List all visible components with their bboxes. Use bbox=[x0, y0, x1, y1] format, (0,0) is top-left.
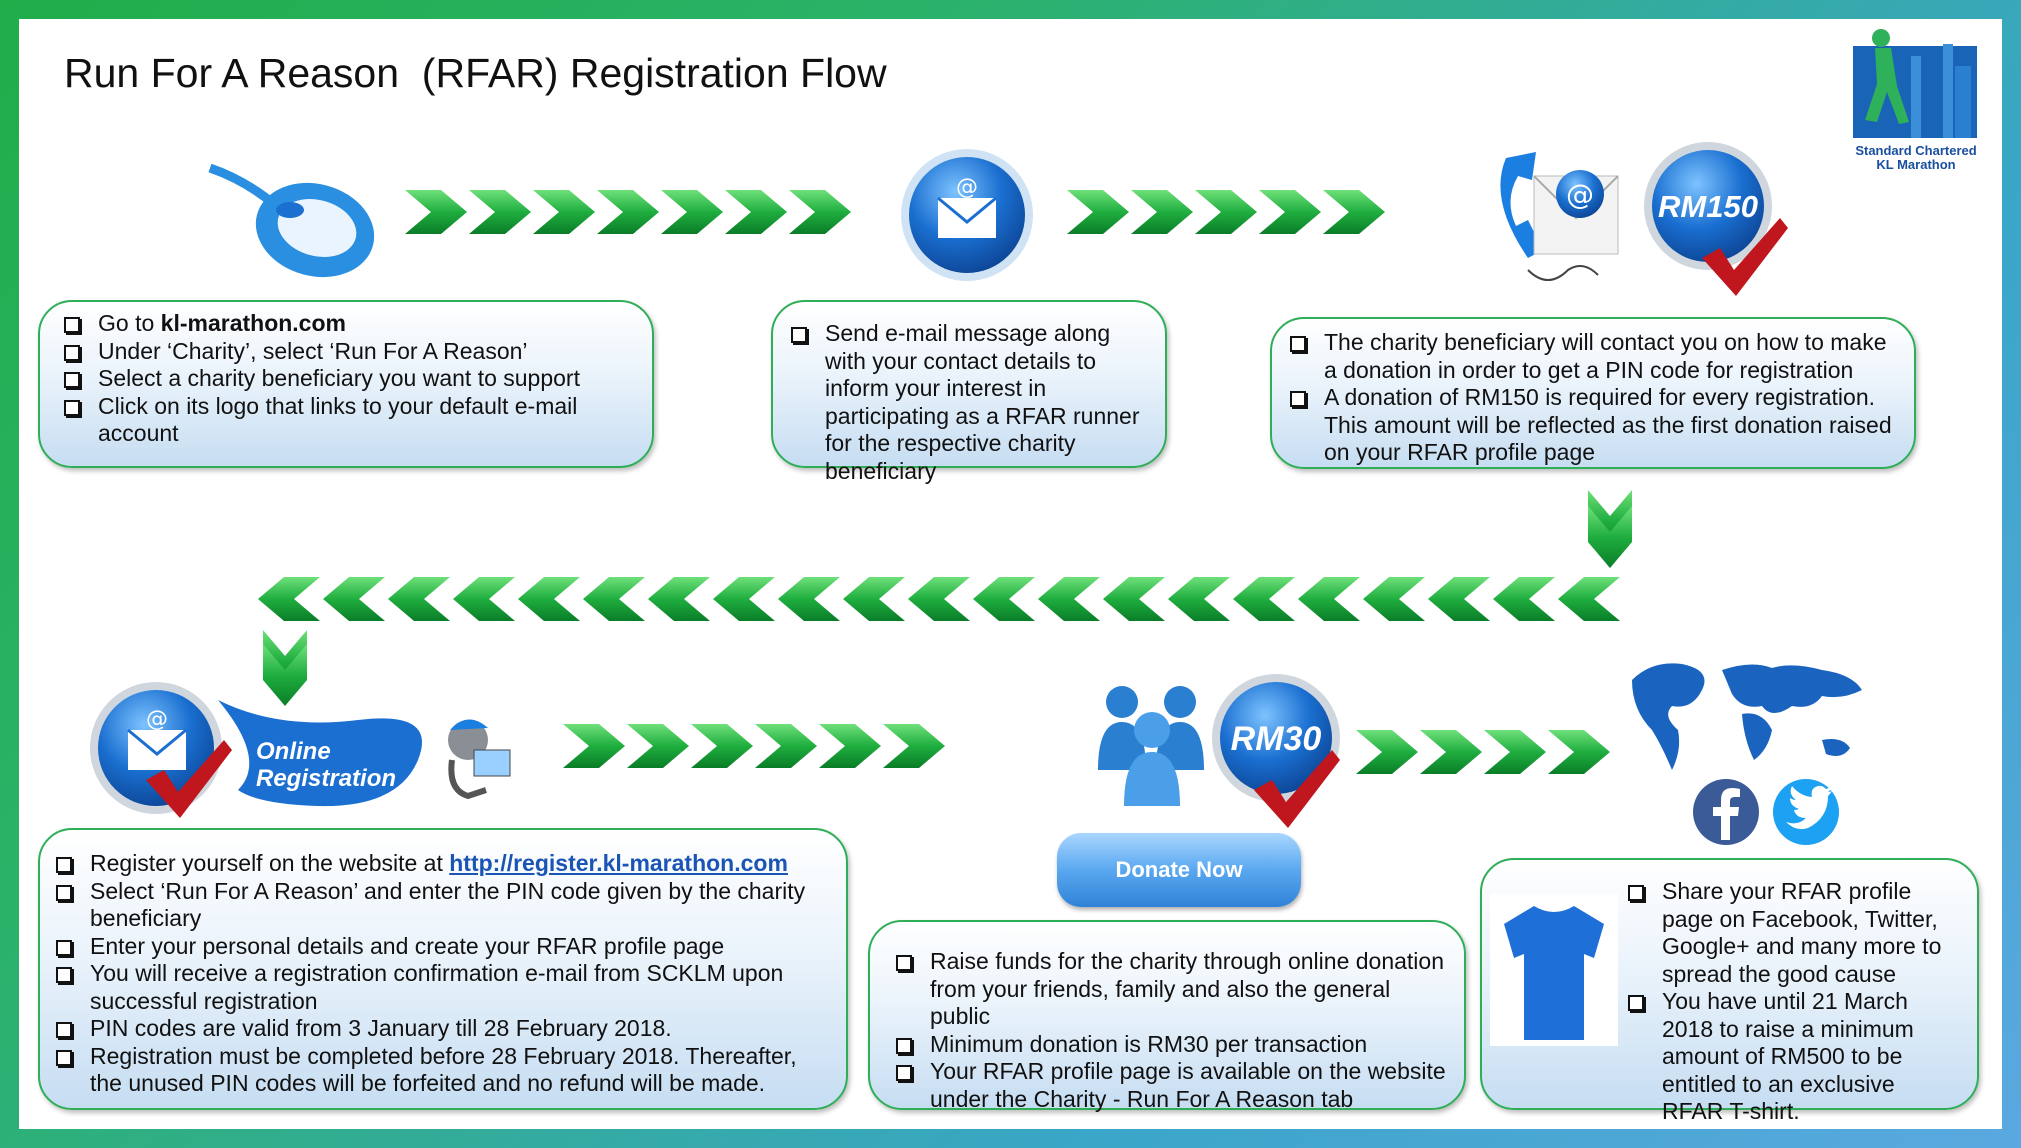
banner-line2: Registration bbox=[256, 765, 397, 792]
facebook-icon[interactable] bbox=[1692, 778, 1760, 851]
step6-item: Share your RFAR profile page on Facebook… bbox=[1622, 878, 1962, 988]
logo-line1: Standard Chartered bbox=[1855, 143, 1977, 158]
step6-item: You have until 21 March 2018 to raise a … bbox=[1622, 988, 1962, 1126]
arrow-row-back bbox=[258, 577, 1648, 626]
mouse-icon bbox=[205, 160, 380, 290]
rm150-badge: RM150 bbox=[1642, 140, 1790, 305]
arrow-row1-a bbox=[405, 190, 865, 239]
svg-text:@: @ bbox=[1566, 178, 1594, 211]
step2-box: Send e-mail message along with your cont… bbox=[771, 300, 1167, 484]
rm30-badge: RM30 bbox=[1210, 672, 1355, 842]
step5-item: Minimum donation is RM30 per transaction bbox=[890, 1031, 1446, 1059]
rm30-text: RM30 bbox=[1231, 720, 1322, 758]
step4-item: PIN codes are valid from 3 January till … bbox=[50, 1015, 828, 1043]
arrow-row2-a bbox=[563, 724, 1083, 773]
step5-box: Raise funds for the charity through onli… bbox=[868, 920, 1466, 1113]
step1-item: Go to kl-marathon.com bbox=[58, 310, 630, 338]
people-icon bbox=[1090, 680, 1220, 815]
step4-item: Select ‘Run For A Reason’ and enter the … bbox=[50, 878, 828, 933]
online-registration-email-icon: @ bbox=[88, 680, 238, 835]
banner-line1: Online bbox=[256, 738, 331, 765]
step1-item: Select a charity beneficiary you want to… bbox=[58, 365, 630, 393]
svg-text:@: @ bbox=[146, 707, 168, 732]
step3-item: A donation of RM150 is required for ever… bbox=[1284, 384, 1894, 467]
step4-item: Enter your personal details and create y… bbox=[50, 933, 828, 961]
step4-item: You will receive a registration confirma… bbox=[50, 960, 828, 1015]
step6-box: Share your RFAR profile page on Facebook… bbox=[1480, 858, 1979, 1124]
rm150-text: RM150 bbox=[1658, 189, 1758, 224]
step1-item: Click on its logo that links to your def… bbox=[58, 393, 630, 448]
arrow-row2-b bbox=[1356, 730, 1626, 779]
step3-box: The charity beneficiary will contact you… bbox=[1270, 317, 1916, 469]
svg-text:@: @ bbox=[956, 175, 978, 200]
sckl-marathon-logo: Standard Chartered KL Marathon bbox=[1851, 26, 1981, 176]
step4-box: Register yourself on the website at http… bbox=[38, 828, 848, 1110]
runner-mascot-icon bbox=[438, 710, 518, 805]
email-icon: @ bbox=[898, 146, 1036, 289]
register-link[interactable]: http://register.kl-marathon.com bbox=[449, 850, 788, 876]
step2-item: Send e-mail message along with your cont… bbox=[785, 320, 1149, 485]
world-map-icon bbox=[1622, 650, 1872, 795]
arrow-down-right bbox=[1588, 490, 1632, 573]
tshirt-icon bbox=[1490, 894, 1618, 1046]
step4-item: Register yourself on the website at http… bbox=[50, 850, 828, 878]
online-registration-banner: Online Registration bbox=[218, 700, 438, 815]
arrow-row1-b bbox=[1067, 190, 1467, 239]
step4-item: Registration must be completed before 28… bbox=[50, 1043, 828, 1098]
step5-item: Raise funds for the charity through onli… bbox=[890, 948, 1446, 1031]
step1-item: Under ‘Charity’, select ‘Run For A Reaso… bbox=[58, 338, 630, 366]
donate-now-button[interactable]: Donate Now bbox=[1057, 833, 1301, 907]
twitter-icon[interactable] bbox=[1772, 778, 1840, 851]
phone-mail-icon: @ bbox=[1488, 140, 1638, 295]
step5-item: Your RFAR profile page is available on t… bbox=[890, 1058, 1446, 1113]
step1-box: Go to kl-marathon.com Under ‘Charity’, s… bbox=[38, 300, 654, 468]
logo-line2: KL Marathon bbox=[1876, 157, 1956, 172]
step3-item: The charity beneficiary will contact you… bbox=[1284, 329, 1894, 384]
page-title: Run For A Reason (RFAR) Registration Flo… bbox=[64, 50, 887, 96]
